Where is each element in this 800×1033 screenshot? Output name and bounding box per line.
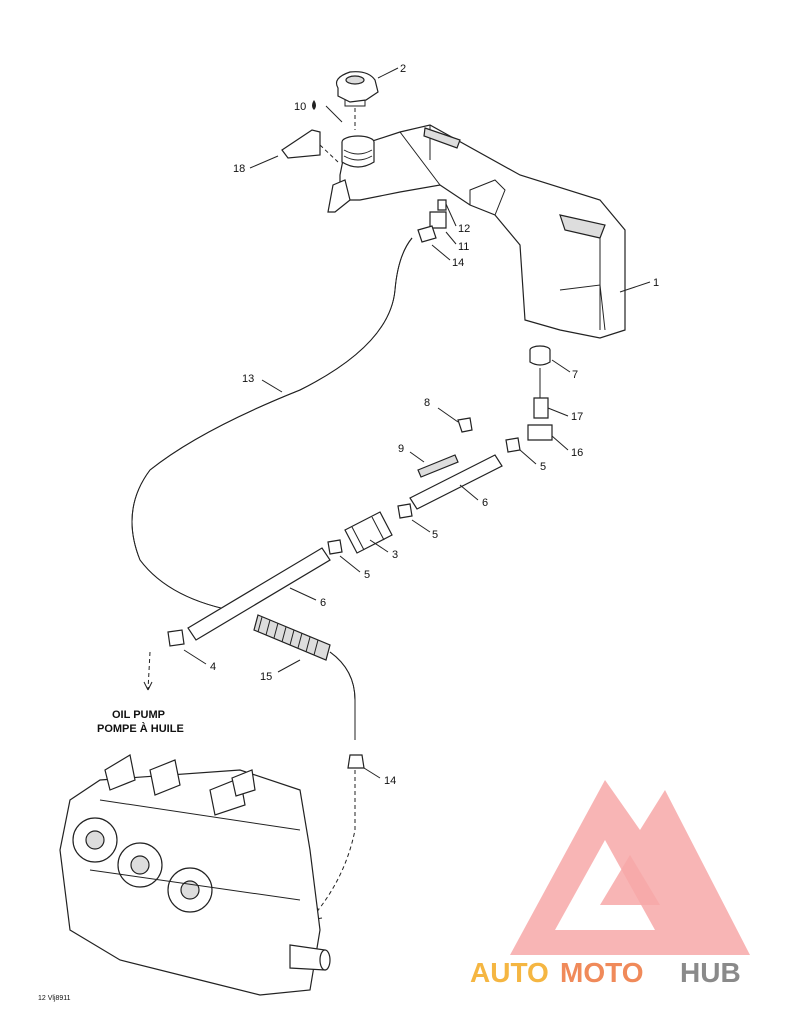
tank-pad [281, 129, 321, 159]
callout-10: 10 [294, 101, 306, 113]
tank-cap [335, 71, 379, 107]
callout-14-upper: 14 [452, 257, 464, 269]
callout-6-lower: 6 [320, 597, 326, 609]
connector [533, 397, 549, 419]
callout-13: 13 [242, 373, 254, 385]
clamp-lower [327, 539, 343, 555]
small-clip [457, 417, 473, 433]
callout-5-middle: 5 [432, 529, 438, 541]
watermark-logo: AUTO MOTO HUB [470, 780, 750, 988]
callout-7: 7 [572, 369, 578, 381]
tee-fitting [527, 424, 553, 441]
pump-clamp [167, 629, 185, 647]
diagram-code: 12 Vlj8911 [38, 995, 71, 1002]
watermark-text-hub: HUB [680, 957, 741, 988]
caption-pompe-a-huile: POMPE À HUILE [97, 722, 184, 735]
hose-upper [409, 454, 503, 510]
filter-spring [417, 454, 459, 478]
callout-8: 8 [424, 397, 430, 409]
vent-hose [131, 237, 413, 613]
caption-oil-pump: OIL PUMP [112, 709, 165, 721]
oil-tank [327, 124, 626, 339]
watermark-text-auto: AUTO [470, 957, 549, 988]
spring-sleeve [253, 614, 331, 661]
callout-15: 15 [260, 671, 272, 683]
oil-drop-icon [312, 100, 316, 110]
hose-lower [187, 547, 331, 641]
callout-1: 1 [653, 277, 659, 289]
callout-18: 18 [233, 163, 245, 175]
filler-neck [341, 135, 375, 168]
callout-2: 2 [400, 63, 406, 75]
callout-5-upper: 5 [540, 461, 546, 473]
callout-11: 11 [458, 241, 469, 253]
callout-17: 17 [571, 411, 583, 423]
callout-12: 12 [458, 223, 470, 235]
callout-16: 16 [571, 447, 583, 459]
callout-4: 4 [210, 661, 216, 673]
elbow-fitting [417, 199, 447, 243]
oil-filter [344, 511, 393, 554]
callout-5-lower: 5 [364, 569, 370, 581]
lower-clamp [347, 754, 365, 769]
tank-outlet-fitting [529, 345, 551, 366]
callout-3: 3 [392, 549, 398, 561]
clamp-middle [397, 503, 413, 519]
callout-14-lower: 14 [384, 775, 396, 787]
clamp-upper [505, 437, 521, 453]
callout-6-upper: 6 [482, 497, 488, 509]
callout-9: 9 [398, 443, 404, 455]
engine-block [59, 754, 331, 996]
watermark-text-moto: MOTO [560, 957, 643, 988]
